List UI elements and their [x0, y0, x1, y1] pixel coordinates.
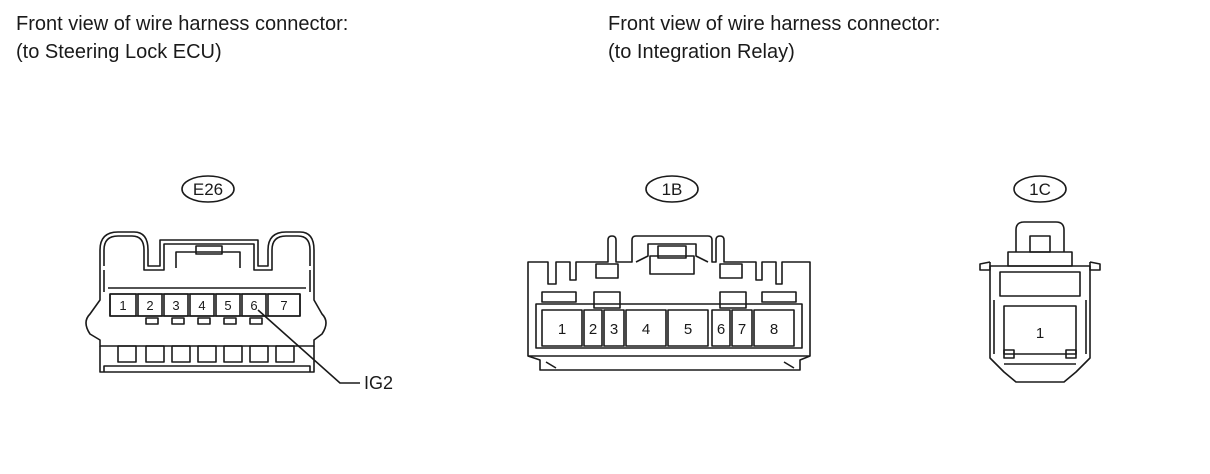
- connector-code-badge: [181, 175, 235, 203]
- pin-label: 5: [224, 298, 231, 313]
- callout-label-ig2: IG2: [364, 373, 393, 393]
- connector-code-e26: E26: [193, 180, 223, 199]
- connector-e26: E26 1 2 3 4 5 6 7: [85, 175, 393, 393]
- pin-label: 6: [717, 321, 725, 338]
- pin-label: 1: [558, 321, 566, 338]
- caption-line-2: (to Steering Lock ECU): [16, 41, 222, 63]
- connector-housing: [527, 235, 811, 371]
- pin-label: 7: [738, 321, 746, 338]
- connector-1b: 1B 1 2 3 4 5 6 7: [527, 175, 811, 371]
- connector-code-1c: 1C: [1029, 180, 1051, 199]
- connector-code-1b: 1B: [662, 180, 683, 199]
- connector-housing: [85, 231, 327, 347]
- connector-code-badge: [1013, 175, 1067, 203]
- pin-label: 2: [589, 321, 597, 338]
- connector-1c: 1C 1: [979, 175, 1101, 383]
- pin-label: 2: [146, 298, 153, 313]
- pin-label: 5: [684, 321, 692, 338]
- pin-label: 4: [642, 321, 650, 338]
- caption-integration-relay: Front view of wire harness connector: (t…: [608, 10, 940, 66]
- pin-label: 1: [1036, 325, 1044, 342]
- pin-label: 7: [280, 298, 287, 313]
- caption-steering-lock-ecu: Front view of wire harness connector: (t…: [16, 10, 348, 66]
- pin-label: 4: [198, 298, 205, 313]
- caption-line-2: (to Integration Relay): [608, 41, 795, 63]
- pin-label: 6: [250, 298, 257, 313]
- connector-code-badge: [645, 175, 699, 203]
- callout-leader: [257, 309, 360, 384]
- caption-line-1: Front view of wire harness connector:: [16, 13, 349, 35]
- pin-row: 1 2 3 4 5 6 7 8: [541, 309, 795, 347]
- pin-label: 3: [172, 298, 179, 313]
- pin-label: 3: [610, 321, 618, 338]
- pin-label: 8: [770, 321, 778, 338]
- caption-line-1: Front view of wire harness connector:: [608, 13, 941, 35]
- pin-label: 1: [119, 298, 126, 313]
- pin-row: 1 2 3 4 5 6 7: [109, 293, 301, 317]
